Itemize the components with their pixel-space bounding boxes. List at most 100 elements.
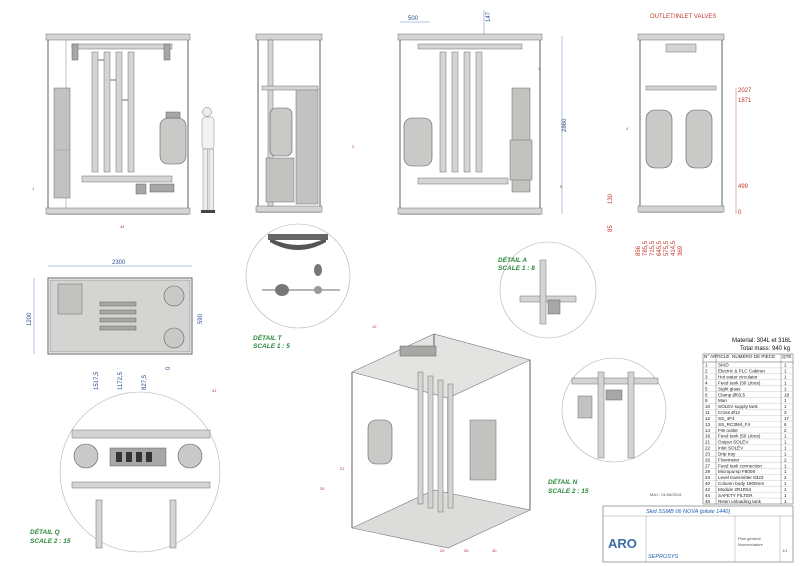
company-name: SEPROSYS bbox=[648, 554, 679, 560]
bom-row-no: 29 bbox=[705, 469, 711, 474]
bom-row-name: Sight glass bbox=[718, 386, 741, 391]
bom-row-qty: 1 bbox=[784, 451, 787, 456]
dim-1871: 1871 bbox=[738, 98, 752, 104]
isometric-view: 12 21 30 25 26 40 bbox=[320, 324, 531, 553]
bom-row-no: 40 bbox=[705, 481, 711, 486]
bom-row-name: Column body 1800mm bbox=[718, 481, 764, 486]
svg-text:41: 41 bbox=[212, 388, 217, 393]
bom-row-name: Man bbox=[718, 398, 727, 403]
doc-line-1: Plan général bbox=[738, 536, 761, 541]
right-dim-715: 715,5 bbox=[650, 240, 656, 256]
bom-row-name: Flowmeter bbox=[718, 457, 740, 462]
detail-t-title: DÉTAIL T bbox=[253, 333, 283, 342]
bom-row-qty: 1 bbox=[784, 404, 787, 409]
right-dim-369: 369 bbox=[678, 245, 684, 256]
bom-row-no: 27 bbox=[705, 463, 711, 468]
bom-row-qty: 1 bbox=[784, 369, 787, 374]
total-mass-text: Total mass: 940 kg bbox=[740, 346, 790, 352]
bom-row-no: 10 bbox=[705, 404, 711, 409]
detail-n-title: DÉTAIL N bbox=[548, 477, 578, 486]
bom-row-name: SKID bbox=[718, 363, 729, 368]
right-dim-856: 856 bbox=[636, 245, 642, 256]
side-view-right: OUTLET/INLET VALVES 2027 1871 499 0 856 … bbox=[608, 14, 752, 256]
bom-row-name: Electric & PLC Cabinet bbox=[718, 369, 765, 374]
detail-t-scale: SCALE 1 : 5 bbox=[253, 343, 290, 350]
detail-q: DÉTAIL Q SCALE 2 : 15 41 bbox=[30, 388, 221, 553]
dim-130: 130 bbox=[608, 193, 614, 204]
dim-depth-1200: 1200 bbox=[27, 312, 33, 326]
bom-row-name: SS_4F4 bbox=[718, 416, 735, 421]
bom-row-name: Cross Ø12 bbox=[718, 410, 740, 415]
bom-header-qty: QTÉ bbox=[782, 353, 791, 359]
top-view: 2300 1200 590 1517,5 1172,5 827,5 0 bbox=[27, 260, 204, 390]
dim-0: 0 bbox=[166, 366, 172, 370]
right-dim-list: 856 785,5 715,5 645,5 575,5 414,5 369 bbox=[636, 240, 684, 256]
detail-t: DÉTAIL T SCALE 1 : 5 bbox=[245, 223, 351, 350]
bom-row-name: FW outlet bbox=[718, 428, 738, 433]
bom-row-qty: 3 bbox=[784, 410, 787, 415]
bom-row-name: SOLEV supply tank bbox=[718, 404, 759, 409]
right-dim-575: 575,5 bbox=[664, 240, 670, 256]
bom-row-no: 23 bbox=[705, 451, 711, 456]
bom-row-name: Hot water circulator bbox=[718, 375, 758, 380]
bom-row-no: 26 bbox=[705, 457, 711, 462]
svg-text:25: 25 bbox=[440, 548, 445, 553]
bom-row-no: 22 bbox=[705, 446, 711, 451]
bom-row-qty: 1 bbox=[784, 380, 787, 385]
bom-row-qty: 1 bbox=[784, 434, 787, 439]
bom-row-name: Feed tank connection bbox=[718, 463, 762, 468]
dim-2027: 2027 bbox=[738, 88, 752, 94]
bom-row-no: 21 bbox=[705, 440, 711, 445]
detail-a-scale: SCALE 1 : 8 bbox=[498, 265, 535, 272]
bom-row-name: Feed tank (50 Litres) bbox=[718, 434, 761, 439]
bom-row-no: 4 bbox=[705, 380, 708, 385]
bom-row-name: SAFETY FILTER bbox=[718, 493, 753, 498]
dim-590: 590 bbox=[198, 313, 204, 324]
bom-row-qty: 1 bbox=[784, 375, 787, 380]
bom-row-no: 8 bbox=[705, 398, 708, 403]
dim-right-0: 0 bbox=[738, 210, 742, 216]
rear-view: 500 147 2860 3 5 bbox=[397, 10, 568, 215]
bom-row-name: Resin unloading tank bbox=[718, 499, 762, 504]
right-dim-785: 785,5 bbox=[643, 240, 649, 256]
dim-499: 499 bbox=[738, 184, 749, 190]
revision-date: MAJ : 01/06/2019 bbox=[650, 492, 682, 497]
bom-row-no: 13 bbox=[705, 422, 711, 427]
svg-text:30: 30 bbox=[320, 486, 325, 491]
bom-row-qty: 17 bbox=[784, 416, 790, 421]
bom-row-qty: 2 bbox=[784, 457, 787, 462]
bom-row-no: 42 bbox=[705, 487, 711, 492]
project-title: Skid SSMB 06 NOVA (pilote 1440) bbox=[646, 509, 730, 515]
side-view-left: 2 bbox=[255, 33, 355, 213]
bom-row-no: 46 bbox=[705, 499, 711, 504]
bom-row-qty: 1 bbox=[784, 386, 787, 391]
bom-row-name: Level transmitter 8323 bbox=[718, 475, 764, 480]
dim-height-2860: 2860 bbox=[562, 118, 568, 132]
bom-row-no: 16 bbox=[705, 434, 711, 439]
bom-row-name: Module 2R1R54 bbox=[718, 487, 752, 492]
company-logo: ARO bbox=[608, 536, 637, 551]
svg-text:21: 21 bbox=[340, 466, 345, 471]
material-text: Material: 304L et 316L bbox=[732, 338, 792, 344]
bom-header-name: NUMÉRO DE PIÈCE bbox=[732, 353, 775, 359]
bom-row-name: SS_RC3M4_F4 bbox=[718, 422, 751, 427]
bom-row-name: Micropump F8008 bbox=[718, 469, 755, 474]
svg-text:5: 5 bbox=[560, 184, 563, 189]
bom-header-no: N° ARTICLE bbox=[704, 354, 730, 359]
front-view: 1 44 bbox=[32, 33, 215, 229]
right-dim-414: 414,5 bbox=[671, 240, 677, 256]
detail-q-scale: SCALE 2 : 15 bbox=[30, 538, 71, 545]
bom-row-no: 14 bbox=[705, 428, 711, 433]
detail-q-title: DÉTAIL Q bbox=[30, 527, 60, 536]
bom-row-qty: 1 bbox=[784, 446, 787, 451]
bom-row-qty: 1 bbox=[784, 487, 787, 492]
detail-a-title: DÉTAIL A bbox=[498, 255, 527, 264]
detail-n: DÉTAIL N SCALE 2 : 15 bbox=[548, 357, 667, 495]
svg-text:4: 4 bbox=[626, 126, 629, 131]
detail-a: DÉTAIL A SCALE 1 : 8 bbox=[498, 241, 597, 339]
svg-text:2: 2 bbox=[352, 144, 355, 149]
bom-row-qty: 1 bbox=[784, 469, 787, 474]
